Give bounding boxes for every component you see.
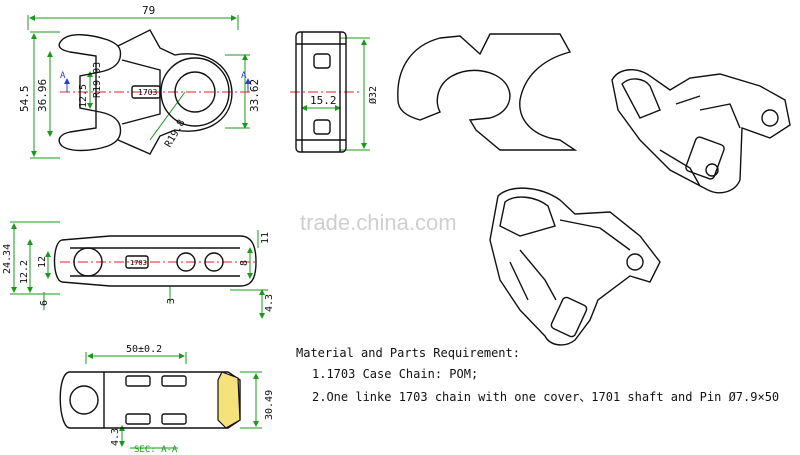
section-mark-left: A	[60, 71, 66, 81]
dim-front-diameter: Ø32	[367, 86, 379, 104]
dim-side-h7: 4.3	[264, 294, 275, 312]
notes-heading: Material and Parts Requirement:	[296, 346, 520, 360]
dim-side-h6: 8	[239, 260, 250, 266]
dim-side-h3: 12	[37, 256, 48, 268]
dim-shaft: 12.5	[78, 84, 89, 108]
section-label: SEC: A-A	[134, 445, 178, 455]
fork-outline-view	[397, 33, 578, 151]
part-label-side: 1703	[130, 259, 147, 267]
dim-side-h1: 24.34	[2, 244, 13, 274]
dim-height-inner: 36.96	[36, 79, 49, 112]
dim-overall-length: 79	[142, 4, 155, 17]
dim-right-height: 33.62	[248, 79, 261, 112]
side-view	[10, 221, 268, 319]
notes-item-1: 1.1703 Case Chain: POM;	[312, 367, 479, 381]
dim-section-height: 30.49	[264, 390, 275, 420]
dim-section-length: 50±0.2	[126, 344, 162, 355]
dim-section-offset: 4.3	[110, 428, 121, 446]
dim-side-h8: 11	[260, 232, 271, 244]
dim-radius-a: R19.93	[92, 62, 103, 98]
watermark-text: trade.china.com	[300, 210, 457, 235]
dim-height-outer: 54.5	[18, 86, 31, 113]
dim-side-h2: 12.2	[19, 260, 30, 284]
dim-side-h5: 3	[166, 298, 177, 304]
dim-side-h4: 6	[39, 300, 50, 306]
section-mark-right: A	[241, 71, 247, 81]
top-view	[27, 15, 251, 159]
isometric-view-bottom	[489, 187, 661, 346]
section-view	[59, 352, 262, 449]
dim-front-width: 15.2	[310, 94, 337, 107]
isometric-view-top	[611, 69, 791, 194]
part-label-top: 1703	[138, 88, 157, 97]
front-view	[290, 31, 370, 153]
notes-item-2: 2.One linke 1703 chain with one cover、17…	[312, 390, 780, 404]
